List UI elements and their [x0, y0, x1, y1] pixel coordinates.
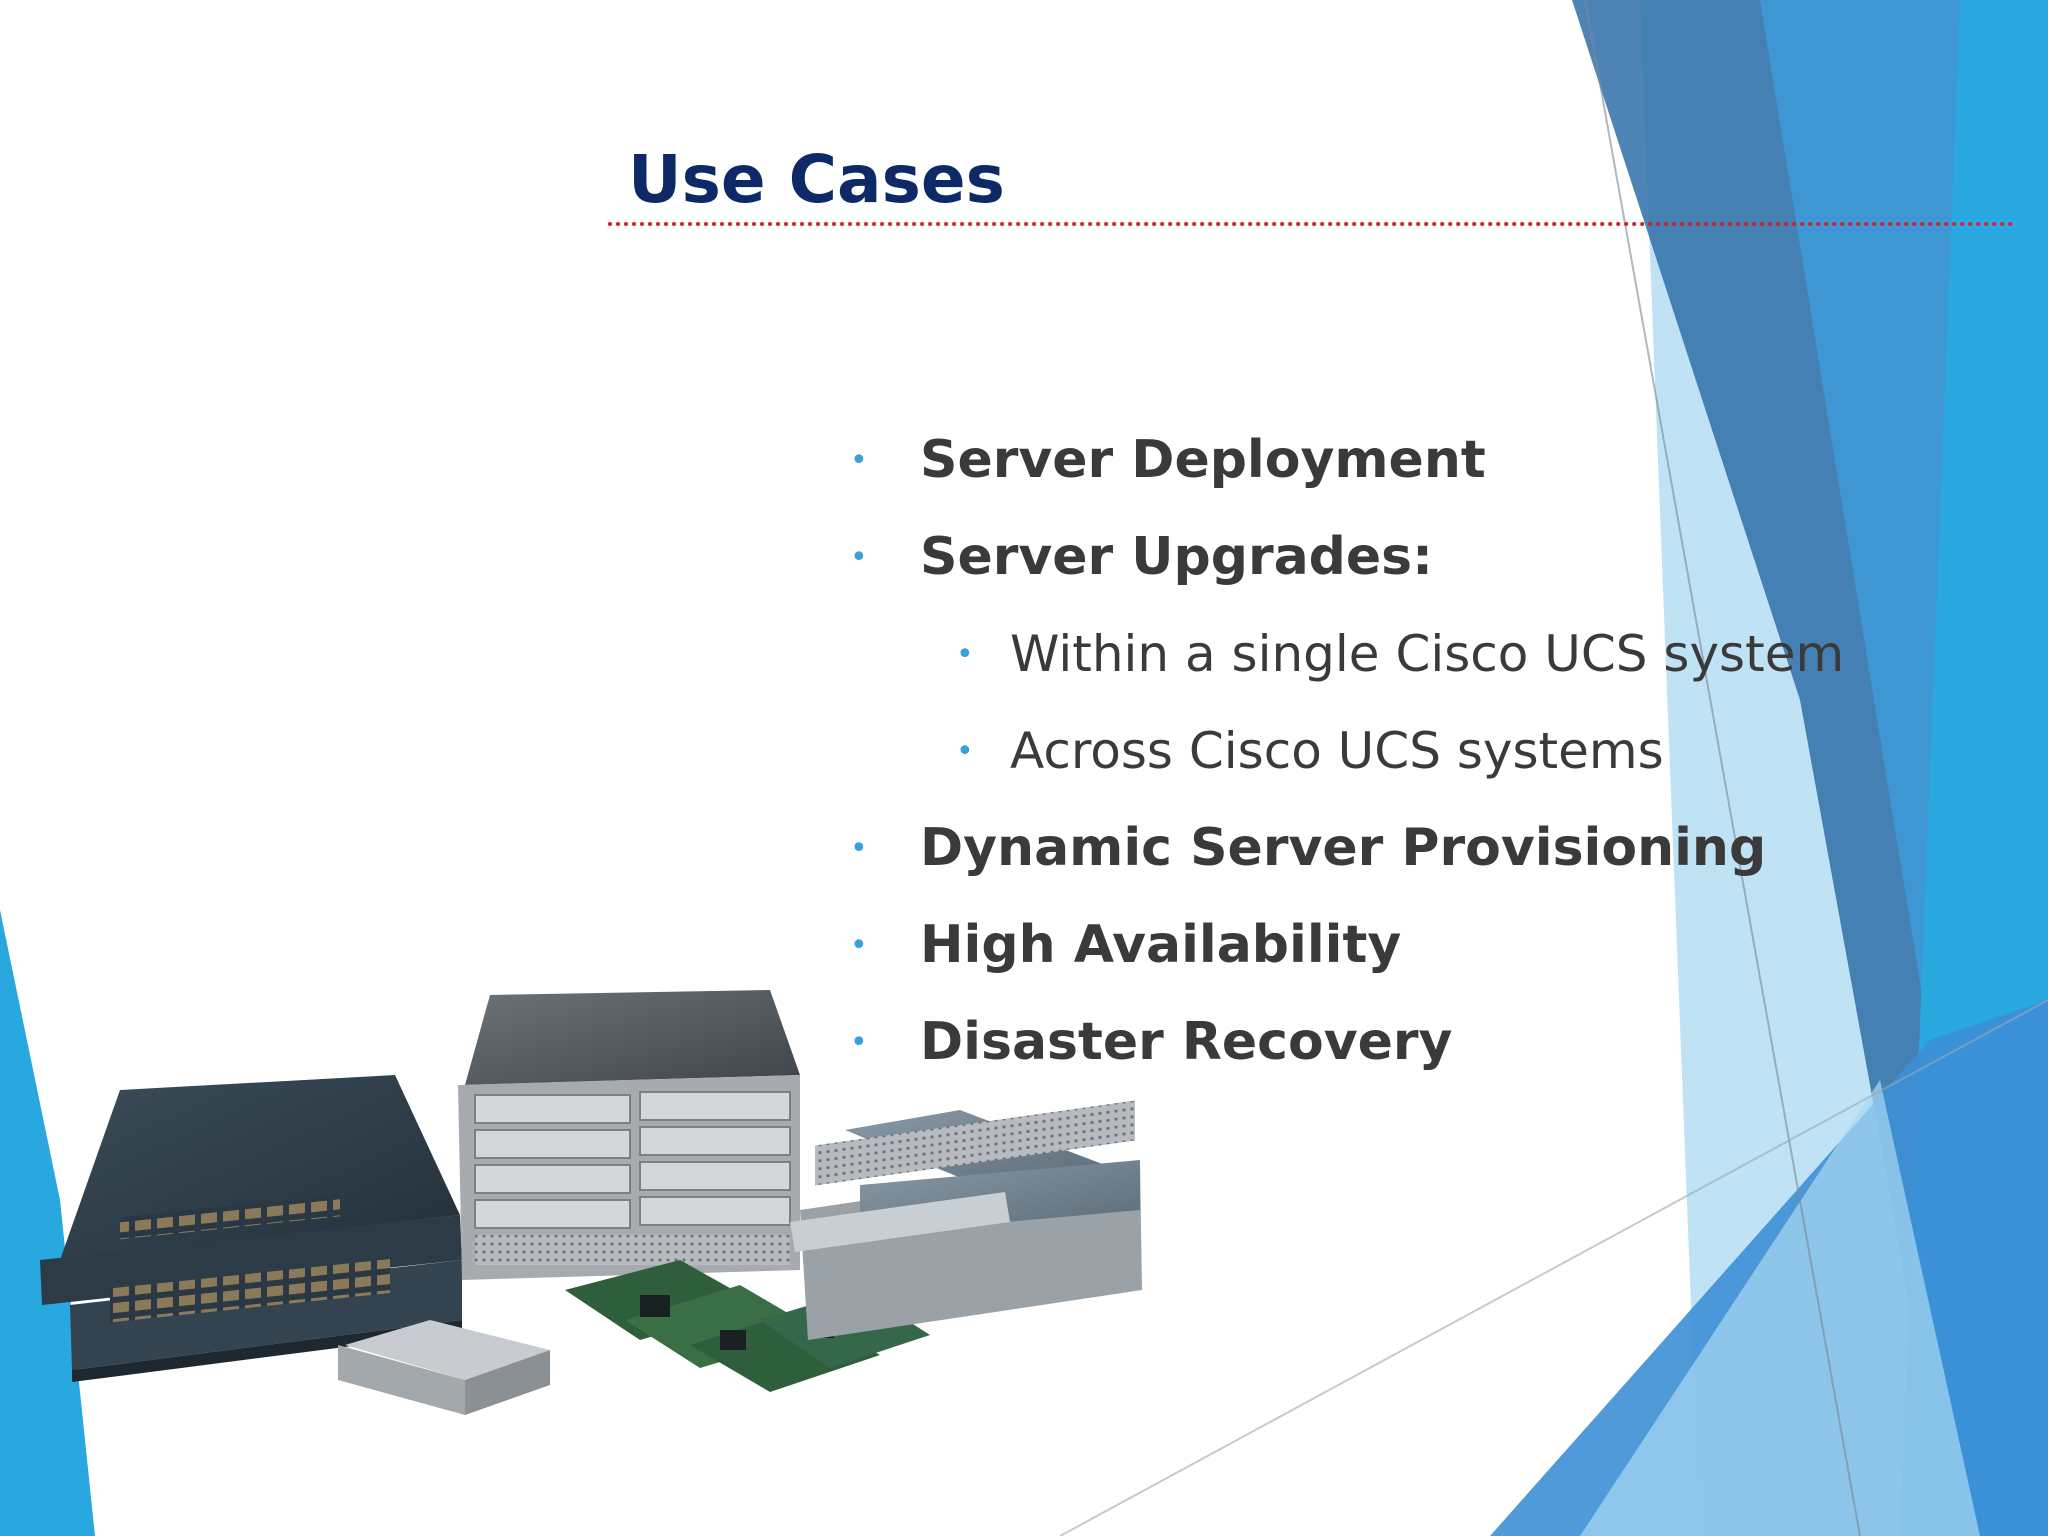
bullet-item-server-deployment: • Server Deployment [850, 412, 1844, 509]
thin-diagonal-line [1584, 0, 1861, 1536]
bullet-dot-icon: • [850, 831, 868, 866]
bullet-dot-icon: • [850, 443, 868, 478]
bullet-item-server-upgrades: • Server Upgrades: [850, 509, 1844, 606]
bullet-text: Within a single Cisco UCS system [1010, 625, 1845, 683]
thin-cross-line [1059, 999, 2048, 1536]
bullet-dot-icon: • [956, 637, 974, 672]
bullet-text: Server Deployment [920, 430, 1486, 490]
bullet-text: Across Cisco UCS systems [1010, 722, 1664, 780]
bullet-list: • Server Deployment • Server Upgrades: •… [850, 412, 1844, 1091]
bullet-text: Server Upgrades: [920, 527, 1433, 587]
sub-bullet-item-within-system: • Within a single Cisco UCS system [850, 606, 1844, 703]
cisco-ucs-hardware-photo [40, 990, 1142, 1415]
bullet-text: High Availability [920, 915, 1402, 975]
io-module [338, 1320, 550, 1415]
mezzanine-cards [565, 1260, 930, 1392]
bullet-dot-icon: • [850, 928, 868, 963]
slide-title: Use Cases [628, 141, 1005, 218]
blade-chassis [458, 990, 800, 1280]
bullet-text: Dynamic Server Provisioning [920, 818, 1767, 878]
bullet-text: Disaster Recovery [920, 1012, 1453, 1072]
bullet-item-high-availability: • High Availability [850, 897, 1844, 994]
title-divider [608, 222, 2014, 226]
bullet-item-disaster-recovery: • Disaster Recovery [850, 994, 1844, 1091]
bullet-dot-icon: • [850, 540, 868, 575]
bullet-item-dynamic-provisioning: • Dynamic Server Provisioning [850, 800, 1844, 897]
fabric-interconnect [40, 1075, 462, 1382]
blade-servers [790, 1100, 1142, 1340]
lower-right-facet-light [1580, 1080, 1980, 1536]
sub-bullet-item-across-systems: • Across Cisco UCS systems [850, 703, 1844, 800]
bullet-dot-icon: • [956, 734, 974, 769]
left-facet [0, 910, 95, 1536]
bullet-dot-icon: • [850, 1025, 868, 1060]
